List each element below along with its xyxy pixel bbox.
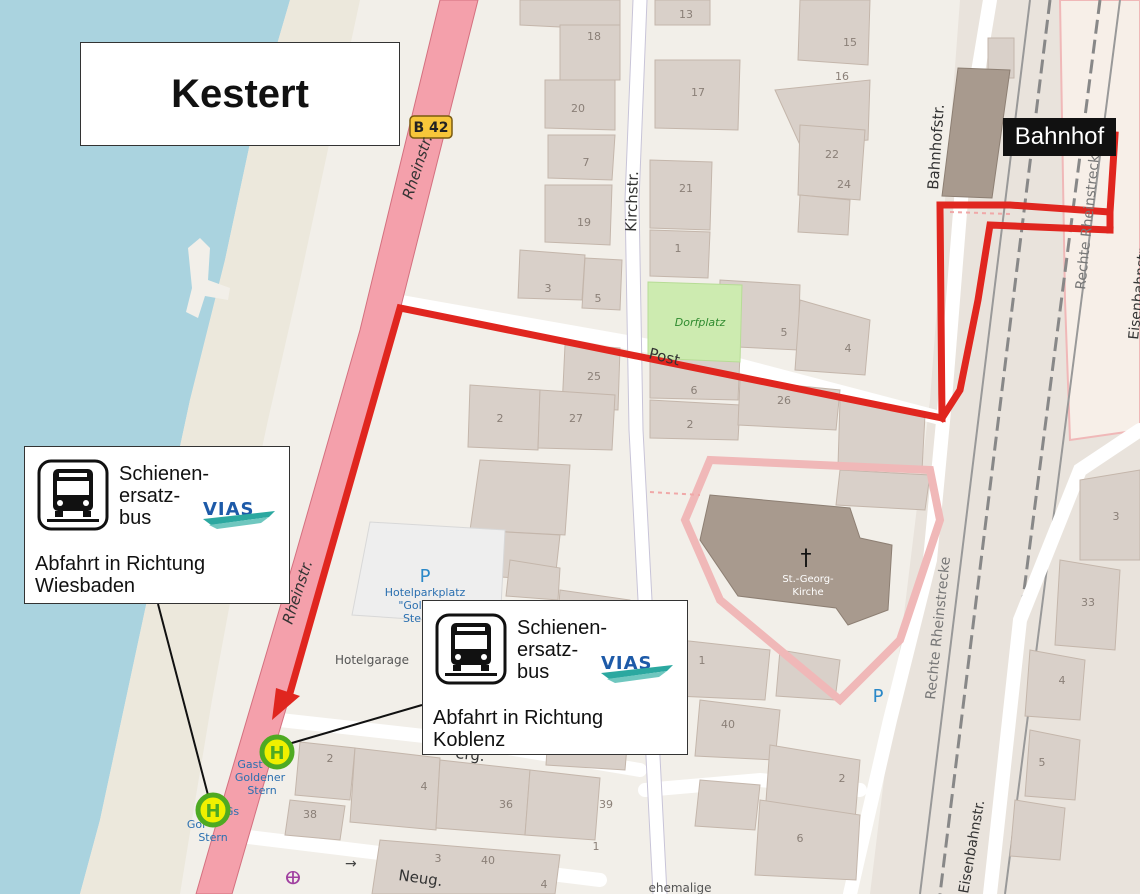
house-number: 7 <box>583 156 590 169</box>
house-number: 4 <box>541 878 548 891</box>
station-label: Bahnhof <box>1003 118 1116 156</box>
vias-logo-text: VIAS <box>203 499 255 520</box>
connector-line-koblenz <box>284 704 423 746</box>
rheinstr-road <box>195 0 479 894</box>
gasthaus-1-label-line3: Stern <box>247 784 276 797</box>
station-area <box>1058 0 1140 442</box>
house-number: 13 <box>679 8 693 21</box>
house-number: 1 <box>675 242 682 255</box>
connector-line-wiesbaden <box>157 603 209 796</box>
house-number: 3 <box>545 282 552 295</box>
hotelparkplatz-label-line2: "Gol <box>398 599 421 612</box>
stop-icon: H <box>269 743 284 764</box>
house-number: 4 <box>1059 674 1066 687</box>
house-number: 18 <box>587 30 601 43</box>
hotelparkplatz-label-line3: Ste <box>403 612 421 625</box>
route-shield-label: B 42 <box>413 120 448 136</box>
bus-stop-koblenz[interactable]: H <box>259 734 295 770</box>
house-number: 15 <box>843 36 857 49</box>
house-number: 4 <box>421 780 428 793</box>
sev-box-koblenz: Schienen- ersatz- bus VIAS Abfahrt in Ri… <box>422 600 688 755</box>
parking2-icon: P <box>873 686 884 707</box>
bus-icon <box>37 459 109 531</box>
dorfplatz-green <box>647 281 743 363</box>
bicycle-icon: ⴲ <box>285 868 301 889</box>
house-number: 24 <box>837 178 851 191</box>
house-number: 3 <box>1113 510 1120 523</box>
sev-box-wiesbaden: Schienen- ersatz- bus VIAS Abfahrt in Ri… <box>24 446 290 604</box>
house-number: 2 <box>839 772 846 785</box>
vias-logo: VIAS <box>203 499 275 529</box>
dorfplatz-label: Dorfplatz <box>675 316 726 329</box>
house-number: 1 <box>699 654 706 667</box>
house-number: 26 <box>777 394 791 407</box>
house-number: 38 <box>303 808 317 821</box>
stop-icon: H <box>205 801 220 822</box>
house-number: 36 <box>499 798 513 811</box>
house-number: 5 <box>1039 756 1046 769</box>
gasthaus-2-label-line3: Stern <box>198 831 227 844</box>
title-box: Kestert <box>80 42 400 146</box>
vias-logo-text: VIAS <box>601 653 653 674</box>
house-number: 5 <box>781 326 788 339</box>
road-label-neug: Neug. <box>397 866 443 890</box>
house-number: 19 <box>577 216 591 229</box>
sev-direction: Abfahrt in Richtung Koblenz <box>433 707 604 751</box>
house-number: 6 <box>797 832 804 845</box>
house-number: 20 <box>571 102 585 115</box>
road-label-bahnhofstr: Bahnhofstr. <box>924 104 948 191</box>
ehemalige-label: ehemalige <box>648 881 711 894</box>
gasthaus-1-label-line1: Gast <box>237 758 263 771</box>
hotelparkplatz-label-line1: Hotelparkplatz <box>385 586 466 599</box>
house-number: 1 <box>593 840 600 853</box>
house-number: 16 <box>835 70 849 83</box>
road-label-kirchstr: Kirchstr. <box>622 171 642 232</box>
vias-logo: VIAS <box>601 653 673 683</box>
house-number: 3 <box>435 852 442 865</box>
sev-label: Schienen- ersatz- bus <box>517 617 608 683</box>
buildings <box>284 0 1140 894</box>
oneway-arrow: → <box>345 856 357 872</box>
house-number: 5 <box>595 292 602 305</box>
church-cross-icon: † <box>801 546 812 571</box>
bus-stop-wiesbaden[interactable]: H <box>195 792 231 828</box>
footpaths <box>649 211 1011 496</box>
church-building <box>699 494 893 626</box>
house-number: 21 <box>679 182 693 195</box>
house-number: 33 <box>1081 596 1095 609</box>
house-number: 22 <box>825 148 839 161</box>
church-label-line1: St.-Georg- <box>782 574 834 585</box>
house-number: 39 <box>599 798 613 811</box>
sev-direction: Abfahrt in Richtung Wiesbaden <box>35 553 206 597</box>
house-number: 2 <box>497 412 504 425</box>
house-number: 40 <box>721 718 735 731</box>
house-number: 27 <box>569 412 583 425</box>
house-number: 25 <box>587 370 601 383</box>
jetty <box>186 238 230 318</box>
house-number: 2 <box>687 418 694 431</box>
hotelgarage-label: Hotelgarage <box>335 653 409 667</box>
house-number: 17 <box>691 86 705 99</box>
church-label-line2: Kirche <box>792 587 823 598</box>
gasthaus-1-label-line2: Goldener <box>235 771 286 784</box>
page-title: Kestert <box>171 71 309 116</box>
parking-icon: P <box>420 566 431 587</box>
route-arrowhead <box>272 688 300 720</box>
station-building <box>941 67 1011 199</box>
route-shield <box>409 115 453 139</box>
sev-label: Schienen- ersatz- bus <box>119 463 210 529</box>
church-precinct <box>680 455 945 706</box>
house-number: 4 <box>845 342 852 355</box>
house-number: 2 <box>327 752 334 765</box>
house-number: 40 <box>481 854 495 867</box>
bus-icon <box>435 613 507 685</box>
house-number: 6 <box>691 384 698 397</box>
